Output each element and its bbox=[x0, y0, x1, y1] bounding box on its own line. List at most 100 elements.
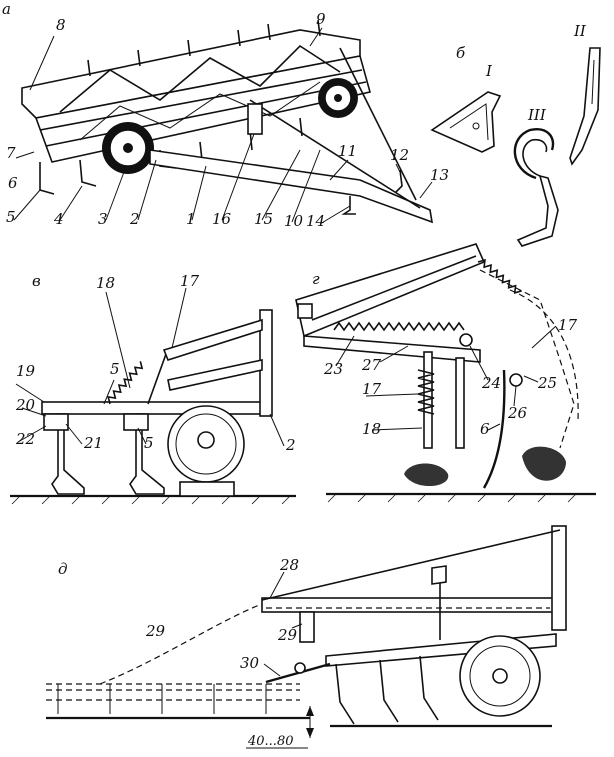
towing-chain bbox=[99, 603, 263, 685]
svg-text:13: 13 bbox=[430, 166, 449, 184]
panel-v-side-view: в 18 bbox=[10, 272, 296, 505]
svg-text:10: 10 bbox=[284, 212, 304, 230]
panel-letter-b: б bbox=[456, 44, 466, 62]
panel-g-spring-section: г 23 bbox=[295, 243, 596, 503]
svg-text:17: 17 bbox=[362, 380, 382, 398]
svg-text:4: 4 bbox=[53, 210, 64, 228]
tool-bar bbox=[261, 597, 555, 613]
svg-text:2: 2 bbox=[285, 436, 296, 454]
svg-text:5: 5 bbox=[6, 208, 16, 226]
svg-text:21: 21 bbox=[83, 434, 103, 452]
raised-position bbox=[479, 269, 575, 449]
svg-text:24: 24 bbox=[481, 374, 501, 392]
soil-clod bbox=[522, 446, 566, 481]
top-tines bbox=[87, 19, 321, 77]
curved-tine bbox=[482, 369, 506, 489]
svg-text:18: 18 bbox=[362, 420, 381, 438]
tine-rear bbox=[129, 413, 165, 495]
tine-spring bbox=[417, 369, 435, 415]
hitch-arm bbox=[249, 99, 421, 209]
svg-text:15: 15 bbox=[254, 210, 273, 228]
hitch-strut bbox=[339, 47, 417, 201]
svg-text:29: 29 bbox=[277, 626, 298, 644]
svg-text:III: III bbox=[527, 106, 547, 124]
tine-stem-2 bbox=[455, 357, 465, 449]
frame-truss-lower bbox=[79, 81, 321, 141]
callouts-d: 28 29 29 30 bbox=[145, 556, 303, 677]
svg-text:30: 30 bbox=[240, 654, 260, 672]
tine-clamp bbox=[123, 413, 149, 431]
panel-d-harrow-hitch: д bbox=[46, 525, 567, 749]
svg-text:6: 6 bbox=[8, 174, 18, 192]
gauge-wheel bbox=[167, 405, 245, 497]
beam-slot bbox=[311, 255, 477, 321]
adjust-plate bbox=[247, 103, 263, 135]
svg-text:25: 25 bbox=[537, 374, 557, 392]
tine bbox=[379, 659, 399, 723]
ground-hatching bbox=[11, 495, 291, 505]
svg-text:12: 12 bbox=[390, 146, 409, 164]
panel-a-cultivator-view: а bbox=[2, 0, 449, 230]
svg-text:17: 17 bbox=[180, 272, 200, 290]
svg-text:8: 8 bbox=[56, 16, 66, 34]
beam-end bbox=[297, 303, 313, 319]
svg-text:14: 14 bbox=[306, 212, 325, 230]
panel-b-tine-types: б I II III bbox=[430, 22, 601, 247]
jack-stand bbox=[395, 169, 403, 193]
drawbar bbox=[149, 149, 434, 224]
lower-arm bbox=[303, 335, 481, 363]
pivot bbox=[509, 373, 523, 387]
ground-hatching bbox=[327, 493, 577, 503]
svg-text:20: 20 bbox=[15, 396, 36, 414]
svg-text:1: 1 bbox=[186, 210, 196, 228]
hitch-mast bbox=[551, 525, 567, 631]
svg-text:9: 9 bbox=[316, 10, 326, 28]
frame-rail bbox=[45, 81, 367, 147]
frame-truss bbox=[59, 44, 341, 113]
main-beam bbox=[41, 401, 269, 415]
raised-arc bbox=[509, 289, 579, 421]
svg-text:16: 16 bbox=[212, 210, 232, 228]
panel-letter-a: а bbox=[2, 0, 11, 18]
svg-text:23: 23 bbox=[323, 360, 343, 378]
svg-text:II: II bbox=[573, 22, 587, 40]
upper-link bbox=[162, 318, 263, 361]
pivot bbox=[459, 333, 473, 347]
spring-tine-III: III bbox=[513, 106, 559, 247]
callouts-g: 23 27 24 17 25 26 17 18 6 bbox=[323, 316, 578, 438]
svg-text:27: 27 bbox=[361, 356, 382, 374]
svg-text:6: 6 bbox=[480, 420, 490, 438]
svg-text:2: 2 bbox=[129, 210, 140, 228]
lever-pivot bbox=[294, 662, 306, 674]
wheel-left bbox=[102, 122, 154, 174]
svg-text:22: 22 bbox=[15, 430, 35, 448]
svg-text:3: 3 bbox=[98, 210, 108, 228]
upper-brace bbox=[261, 529, 561, 601]
tine bbox=[335, 663, 355, 725]
straight-tine-II: II bbox=[569, 22, 601, 166]
soil-clod bbox=[404, 463, 449, 487]
brace-clamp bbox=[431, 565, 447, 585]
svg-text:29: 29 bbox=[145, 622, 166, 640]
svg-text:19: 19 bbox=[16, 362, 36, 380]
svg-text:17: 17 bbox=[558, 316, 578, 334]
svg-text:I: I bbox=[485, 62, 493, 80]
lower-link bbox=[167, 359, 263, 391]
compression-spring bbox=[333, 321, 465, 332]
inclined-spring bbox=[477, 258, 522, 294]
frame-rail bbox=[39, 69, 363, 131]
svg-text:5: 5 bbox=[110, 360, 120, 378]
tine-clamp bbox=[43, 413, 69, 431]
svg-text:7: 7 bbox=[6, 144, 16, 162]
rear-wheel bbox=[459, 635, 541, 717]
callouts-a: 8 9 7 6 5 4 3 2 1 16 15 10 11 12 13 14 bbox=[6, 10, 449, 230]
panel-letter-d: д bbox=[58, 560, 68, 578]
panel-letter-g: г bbox=[312, 270, 320, 288]
svg-text:5: 5 bbox=[144, 434, 154, 452]
harrow-teeth bbox=[57, 684, 267, 714]
hanger bbox=[299, 611, 315, 643]
tine bbox=[419, 655, 439, 721]
support-foot bbox=[341, 196, 356, 215]
